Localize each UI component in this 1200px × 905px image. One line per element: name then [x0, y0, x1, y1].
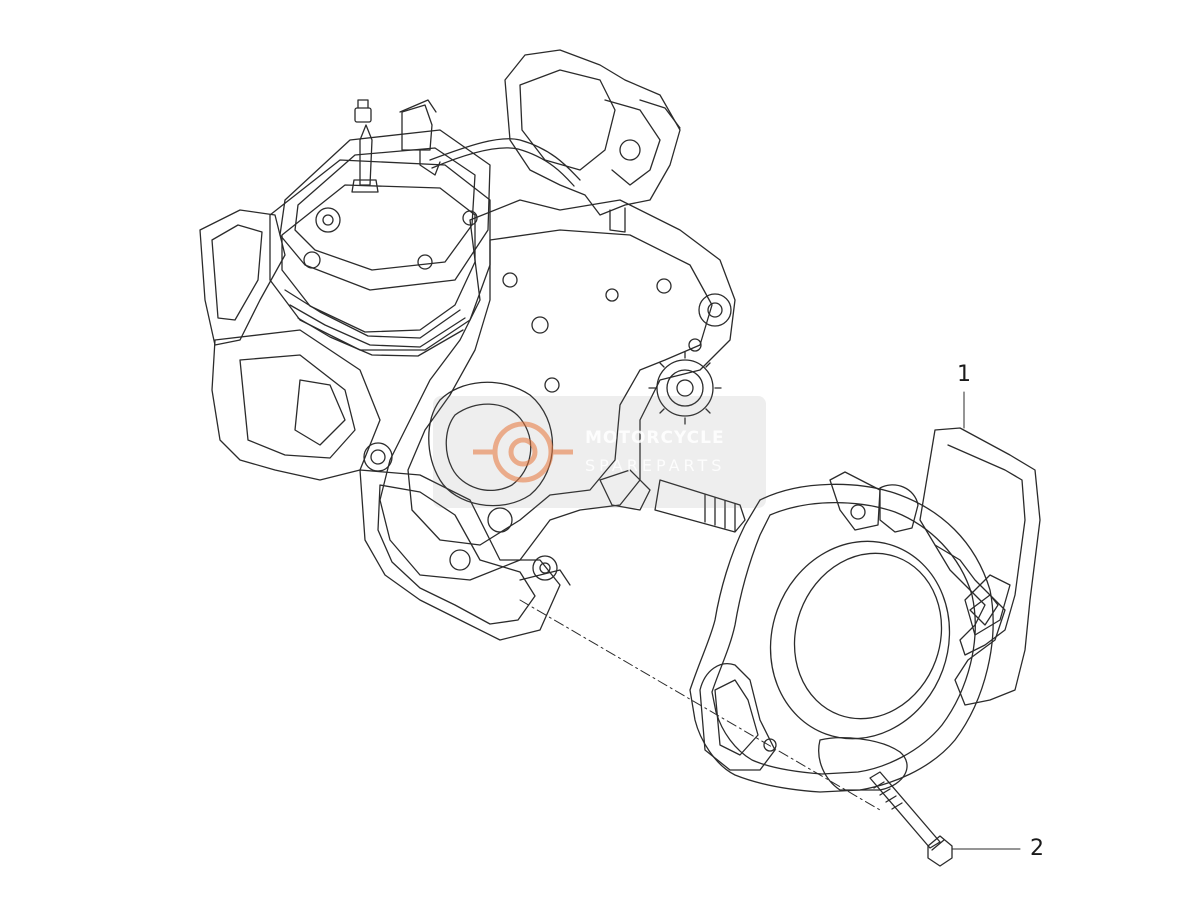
- watermark-line-2: SPAREPARTS: [585, 456, 726, 475]
- water-outlet: [401, 104, 433, 151]
- fuel-hose: [429, 138, 581, 181]
- cylinder-head: [279, 129, 491, 291]
- watermark-line-1: MOTORCYCLE: [585, 428, 725, 448]
- callout-part-2: 2: [1030, 836, 1044, 861]
- engine-left-housing: [199, 209, 286, 346]
- lower-sump: [359, 469, 561, 641]
- ignition-cover: [689, 427, 1041, 793]
- callout-part-1: 1: [957, 362, 971, 387]
- spark-plug: [359, 124, 373, 186]
- carburetor: [504, 49, 681, 216]
- output-sprocket: [648, 351, 722, 425]
- bolt: [869, 771, 953, 867]
- watermark-gear-icon: [473, 421, 573, 483]
- engine-assembly: [199, 49, 746, 641]
- output-shaft: [654, 479, 746, 533]
- assembly-axis: [519, 599, 881, 811]
- engine-lower-casing: [211, 329, 381, 481]
- watermark-logo: MOTORCYCLE SPAREPARTS: [433, 396, 766, 508]
- right-crankcase: [379, 199, 736, 581]
